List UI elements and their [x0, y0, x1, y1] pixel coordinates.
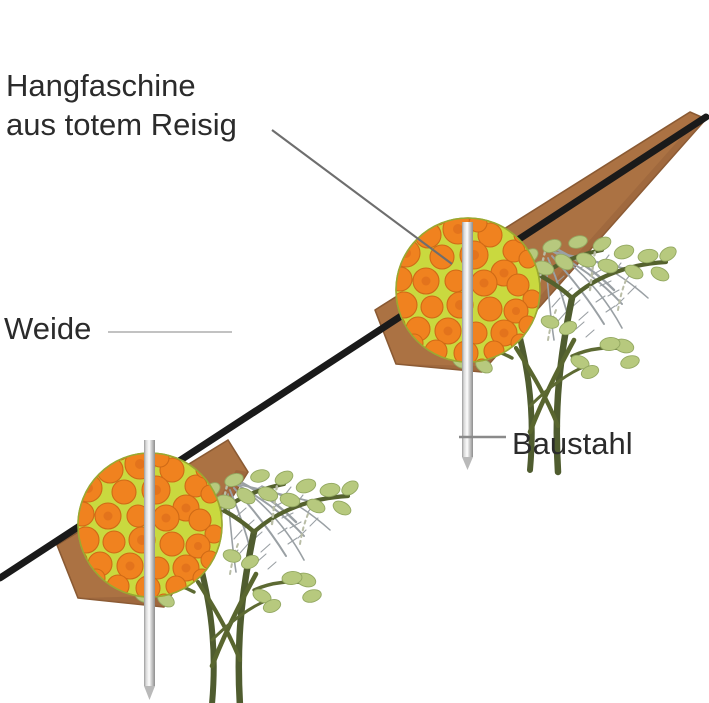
rebar-stake-upper: [462, 222, 473, 470]
label-weide: Weide: [4, 311, 92, 346]
label-hangfaschine-line2: aus totem Reisig: [6, 107, 237, 142]
leader-line-fascine: [271, 129, 453, 265]
label-baustahl: Baustahl: [512, 426, 633, 461]
label-hangfaschine: Hangfaschine aus totem Reisig: [6, 66, 237, 144]
rebar-stake-lower: [144, 440, 155, 700]
label-hangfaschine-line1: Hangfaschine: [6, 68, 196, 103]
